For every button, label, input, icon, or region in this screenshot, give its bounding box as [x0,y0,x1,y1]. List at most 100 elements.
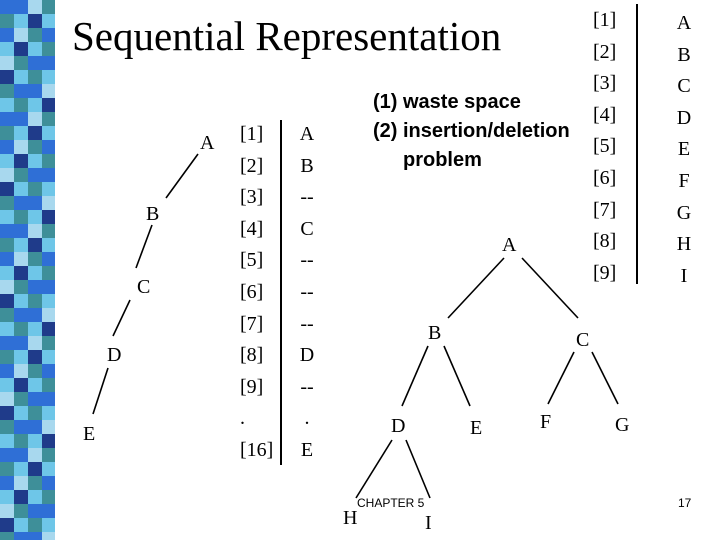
page-number: 17 [678,496,692,510]
strip-square [42,378,55,392]
skewed-index-9: [9] [240,375,264,398]
strip-square [42,448,55,462]
complete-index-2: [2] [593,40,617,63]
strip-square [14,224,28,238]
complete-node-g: G [615,414,630,436]
strip-square [0,14,14,28]
complete-value-4: D [676,106,692,129]
strip-square [42,140,55,154]
strip-square [28,364,42,378]
edge-a-b2 [447,257,505,319]
skewed-index-1: [1] [240,123,264,145]
strip-square [14,434,28,448]
strip-square [0,504,14,518]
complete-index-1: [1] [593,9,617,31]
strip-square [42,14,55,28]
skewed-index-6: [6] [240,280,264,303]
complete-node-h: H [343,507,358,529]
strip-square [28,308,42,322]
strip-square [14,252,28,266]
strip-square [0,350,14,364]
strip-square [42,308,55,322]
strip-square [14,112,28,126]
skewed-value-5: -- [300,249,314,272]
strip-square [28,518,42,532]
complete-index-3: [3] [593,72,617,95]
strip-square [14,14,28,28]
strip-square [42,434,55,448]
complete-index-6: [6] [593,166,617,189]
strip-square [14,0,28,14]
edge-c-g [591,351,619,405]
note-insertion-deletion: (2) insertion/deletion [373,120,570,142]
strip-square [14,98,28,112]
strip-square [14,168,28,182]
strip-square [0,112,14,126]
strip-square [14,462,28,476]
edge-c-d [112,299,131,337]
skewed-value-11: E [300,438,314,461]
strip-square [28,196,42,210]
strip-square [14,56,28,70]
strip-square [0,308,14,322]
strip-square [28,112,42,126]
skewed-index-11: [16] [240,438,274,461]
strip-square [28,56,42,70]
strip-square [0,252,14,266]
strip-square [42,84,55,98]
complete-array-indices: [1][2][3][4][5][6][7][8][9] [593,5,633,289]
skewed-node-e: E [83,423,96,445]
footer-chapter: CHAPTER 5 [357,496,425,510]
strip-square [0,42,14,56]
strip-square [14,210,28,224]
strip-square [0,168,14,182]
strip-square [42,210,55,224]
complete-value-5: E [677,138,691,161]
strip-square [0,364,14,378]
strip-square [14,280,28,294]
strip-square [14,490,28,504]
skewed-array-divider [280,120,282,465]
strip-square [28,434,42,448]
strip-square [42,476,55,490]
strip-square [14,294,28,308]
strip-square [0,462,14,476]
strip-square [42,126,55,140]
strip-square [0,336,14,350]
strip-square [42,70,55,84]
skewed-value-7: -- [300,312,314,335]
strip-square [14,504,28,518]
strip-square [42,406,55,420]
strip-square [42,56,55,70]
strip-square [14,518,28,532]
strip-square [28,420,42,434]
strip-square [28,294,42,308]
strip-square [14,42,28,56]
strip-square [42,350,55,364]
strip-square [28,406,42,420]
strip-square [28,70,42,84]
strip-square [14,336,28,350]
strip-square [28,378,42,392]
strip-square [42,336,55,350]
strip-square [42,392,55,406]
skewed-node-b: B [146,203,160,225]
strip-square [14,126,28,140]
complete-value-3: C [677,75,691,98]
skewed-value-9: -- [300,375,314,398]
strip-square [0,532,14,540]
strip-square [0,238,14,252]
strip-square [0,420,14,434]
strip-square [42,0,55,14]
strip-square [0,224,14,238]
strip-square [28,462,42,476]
strip-square [42,294,55,308]
skewed-node-c: C [137,276,151,298]
strip-square [28,224,42,238]
complete-index-4: [4] [593,103,617,126]
strip-square [42,42,55,56]
strip-square [14,70,28,84]
strip-square [0,322,14,336]
